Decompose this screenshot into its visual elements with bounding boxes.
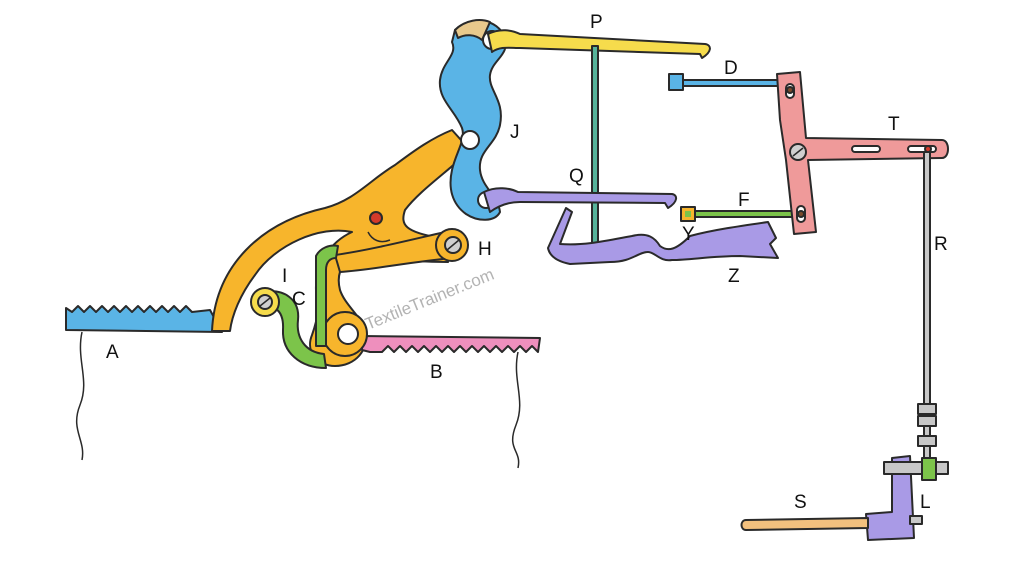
label-z: Z (728, 266, 740, 287)
rod-r-nut-3 (917, 435, 937, 447)
upper-blade-p (487, 29, 711, 59)
rack-b (361, 335, 541, 353)
s-hook-j (438, 19, 507, 221)
t-lever-pivot-slash (792, 147, 804, 157)
string-a (75, 331, 85, 461)
vertical-rod (591, 45, 599, 245)
t-lever-slot-1 (851, 145, 881, 153)
label-j: J (510, 122, 520, 143)
rack-a (65, 305, 223, 333)
red-pivot (369, 211, 383, 225)
label-y: Y (682, 224, 695, 245)
plate-z (547, 207, 779, 265)
pivot-i-slash (259, 297, 271, 307)
rod-f-end-inner (685, 211, 691, 217)
label-q: Q (569, 166, 584, 187)
rod-s-cap (909, 515, 923, 525)
label-t: T (888, 114, 900, 135)
label-h: H (478, 239, 492, 260)
bracket-l-green (921, 457, 937, 481)
lever-pivot-inner (337, 323, 359, 345)
string-b (511, 351, 521, 469)
s-hook-j-eye-mid (460, 130, 480, 150)
label-p: P (590, 12, 603, 33)
label-s: S (794, 492, 807, 513)
label-a: A (106, 342, 119, 363)
label-l: L (920, 492, 931, 513)
label-f: F (738, 190, 750, 211)
label-b: B (430, 362, 443, 383)
rod-r-nut-1 (917, 403, 937, 415)
label-r: R (934, 234, 948, 255)
rod-s (740, 517, 869, 531)
t-lever-top-pin (786, 86, 794, 94)
lower-blade-q (483, 187, 678, 213)
watermark: TextileTrainer.com (362, 265, 496, 334)
pivot-h-slash (446, 239, 460, 251)
rod-d (668, 73, 684, 91)
t-lever-bottom-pin (797, 210, 805, 218)
rod-r-nut-2 (917, 415, 937, 427)
green-lever-c (261, 290, 327, 369)
bracket-l (865, 455, 915, 541)
label-d: D (724, 58, 738, 79)
label-c: C (292, 289, 306, 310)
green-lever-c-arm (315, 244, 339, 347)
bracket-l-collar (883, 461, 949, 475)
rod-f-bar (694, 210, 804, 218)
lever-slot-curve (367, 231, 391, 243)
label-i: I (282, 266, 287, 287)
rod-d-bar (682, 79, 792, 87)
